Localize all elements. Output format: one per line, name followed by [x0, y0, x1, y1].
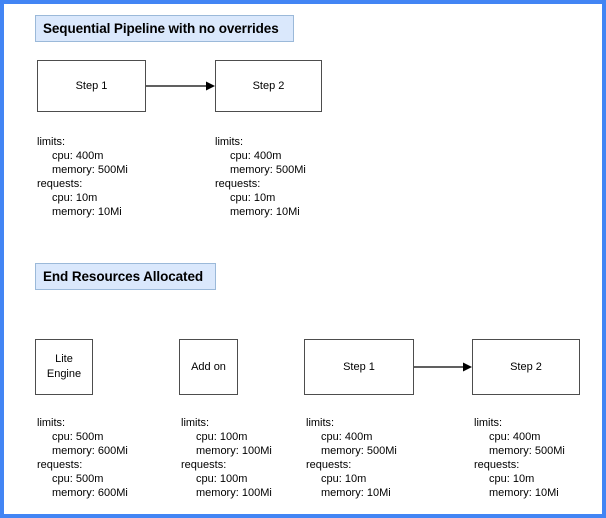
resources-lite-engine: limits: cpu: 500m memory: 600Mi requests… [37, 416, 128, 500]
requests-cpu: cpu: 100m [196, 473, 248, 485]
limits-key: limits: [181, 417, 210, 429]
limits-memory: memory: 500Mi [321, 445, 397, 457]
node-label: Step 2 [252, 79, 285, 92]
node-step-2-top[interactable]: Step 2 [215, 60, 322, 112]
limits-key: limits: [306, 417, 335, 429]
requests-key: requests: [306, 459, 352, 471]
node-label: Step 1 [75, 79, 108, 92]
node-lite-engine[interactable]: Lite Engine [35, 339, 93, 395]
node-label: Step 2 [510, 360, 542, 373]
resources-add-on: limits: cpu: 100m memory: 100Mi requests… [181, 416, 272, 500]
limits-key: limits: [474, 417, 503, 429]
arrow-step1-to-step2-top [146, 81, 215, 91]
limits-memory: memory: 500Mi [52, 164, 128, 176]
limits-key: limits: [215, 136, 244, 148]
limits-cpu: cpu: 100m [196, 431, 248, 443]
limits-key: limits: [37, 417, 66, 429]
node-step-1-bottom[interactable]: Step 1 [304, 339, 414, 395]
node-label: Step 1 [343, 360, 375, 373]
requests-cpu: cpu: 10m [321, 473, 367, 485]
resources-step-1-top: limits: cpu: 400m memory: 500Mi requests… [37, 135, 128, 219]
requests-memory: memory: 10Mi [52, 206, 122, 218]
section-title-sequential-pipeline: Sequential Pipeline with no overrides [35, 15, 294, 42]
limits-memory: memory: 100Mi [196, 445, 272, 457]
node-step-2-bottom[interactable]: Step 2 [472, 339, 580, 395]
requests-cpu: cpu: 10m [230, 192, 276, 204]
limits-cpu: cpu: 400m [321, 431, 373, 443]
requests-key: requests: [181, 459, 227, 471]
requests-key: requests: [215, 178, 261, 190]
requests-memory: memory: 10Mi [230, 206, 300, 218]
limits-memory: memory: 500Mi [230, 164, 306, 176]
limits-memory: memory: 500Mi [489, 445, 565, 457]
resources-step-2-top: limits: cpu: 400m memory: 500Mi requests… [215, 135, 306, 219]
limits-cpu: cpu: 400m [52, 150, 104, 162]
requests-cpu: cpu: 10m [489, 473, 535, 485]
resources-step-2-bottom: limits: cpu: 400m memory: 500Mi requests… [474, 416, 565, 500]
arrow-step1-to-step2-bottom [414, 362, 472, 372]
requests-cpu: cpu: 500m [52, 473, 104, 485]
node-label: Lite Engine [46, 353, 82, 380]
limits-cpu: cpu: 500m [52, 431, 104, 443]
requests-memory: memory: 600Mi [52, 487, 128, 499]
requests-memory: memory: 100Mi [196, 487, 272, 499]
requests-key: requests: [474, 459, 520, 471]
requests-key: requests: [37, 459, 83, 471]
section-title-end-resources-allocated: End Resources Allocated [35, 263, 216, 290]
limits-key: limits: [37, 136, 66, 148]
limits-memory: memory: 600Mi [52, 445, 128, 457]
limits-cpu: cpu: 400m [489, 431, 541, 443]
node-add-on[interactable]: Add on [179, 339, 238, 395]
requests-memory: memory: 10Mi [489, 487, 559, 499]
node-step-1-top[interactable]: Step 1 [37, 60, 146, 112]
resources-step-1-bottom: limits: cpu: 400m memory: 500Mi requests… [306, 416, 397, 500]
requests-memory: memory: 10Mi [321, 487, 391, 499]
node-label: Add on [191, 360, 226, 373]
requests-key: requests: [37, 178, 83, 190]
limits-cpu: cpu: 400m [230, 150, 282, 162]
requests-cpu: cpu: 10m [52, 192, 98, 204]
